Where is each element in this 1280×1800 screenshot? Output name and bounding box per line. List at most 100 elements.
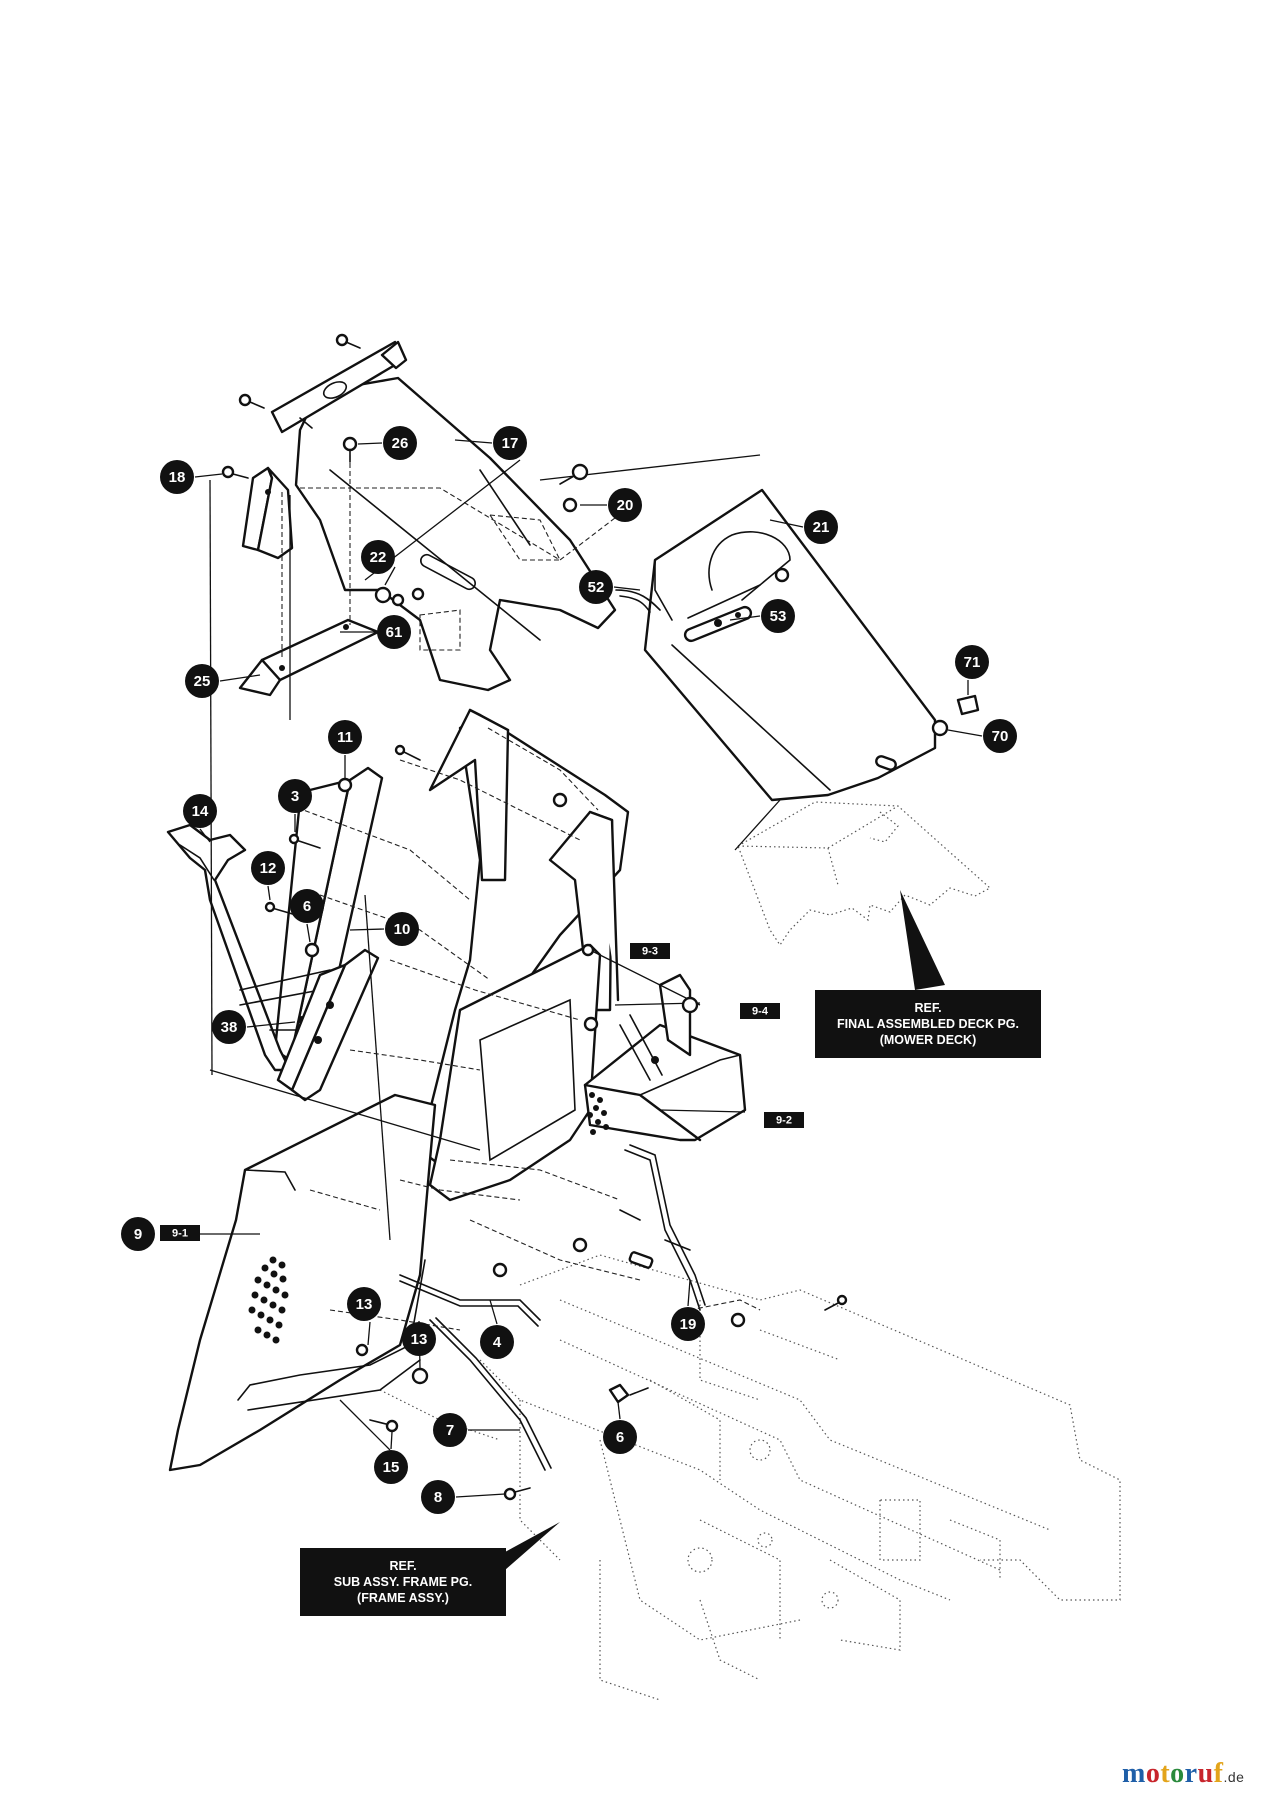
- callout-label: 61: [386, 624, 403, 641]
- callout-label: 13: [356, 1296, 373, 1313]
- callout-label: 17: [502, 435, 519, 452]
- tag-rect: [630, 943, 670, 959]
- part-callouts: 1726182021225253612571701131412610389131…: [121, 426, 1017, 1514]
- washer-70: [931, 719, 949, 737]
- callout-circle: [433, 1413, 467, 1447]
- part-17-dash-panel: [294, 376, 617, 692]
- callout-c25: 25: [185, 664, 219, 698]
- tag-rect: [160, 1225, 200, 1241]
- callout-c21: 21: [804, 510, 838, 544]
- bolt-18: [221, 465, 249, 479]
- callout-label: 7: [446, 1422, 454, 1439]
- bolt-low2: [572, 1237, 588, 1253]
- callout-label: 15: [383, 1459, 400, 1476]
- callout-c17: 17: [493, 426, 527, 460]
- callout-c52: 52: [579, 570, 613, 604]
- callout-c18: 18: [160, 460, 194, 494]
- ref-deck-line2: FINAL ASSEMBLED DECK PG.: [837, 1017, 1019, 1031]
- callout-label: 19: [680, 1316, 697, 1333]
- brand-letter: r: [1184, 1758, 1198, 1789]
- callout-label: 53: [770, 608, 787, 625]
- callout-label: 6: [616, 1429, 624, 1446]
- bolt-mid: [394, 744, 421, 761]
- callout-c4: 4: [480, 1325, 514, 1359]
- washer-11: [337, 777, 353, 793]
- callout-circle: [671, 1307, 705, 1341]
- nut-13b: [411, 1367, 429, 1385]
- brand-tld: .de: [1223, 1769, 1245, 1785]
- callout-circle: [761, 599, 795, 633]
- control-rods: [399, 1144, 706, 1471]
- bolt-71: [956, 694, 980, 716]
- callout-c38: 38: [212, 1010, 246, 1044]
- alignment-lines: [209, 454, 781, 1451]
- callout-c13a: 13: [347, 1287, 381, 1321]
- callout-circle: [183, 794, 217, 828]
- callout-c10: 10: [385, 912, 419, 946]
- brand-logo[interactable]: motoruf.de: [1122, 1758, 1244, 1790]
- callout-circle: [402, 1322, 436, 1356]
- bolt-26: [342, 436, 358, 463]
- callout-label: 8: [434, 1489, 442, 1506]
- callout-label: 6: [303, 898, 311, 915]
- leader-lines: [184, 439, 983, 1498]
- callout-label: 70: [992, 728, 1009, 745]
- callout-circle: [121, 1217, 155, 1251]
- callout-c19: 19: [671, 1307, 705, 1341]
- callout-c15: 15: [374, 1450, 408, 1484]
- brand-letter: t: [1160, 1758, 1171, 1789]
- bolt-22: [374, 586, 405, 607]
- section-tags: 9-39-49-29-1: [160, 943, 804, 1241]
- callout-circle: [421, 1480, 455, 1514]
- nut-94: [681, 996, 699, 1014]
- ref-pointers: [505, 890, 945, 1570]
- fasteners: [221, 333, 980, 1501]
- brand-letter: o: [1145, 1758, 1161, 1789]
- callout-circle: [955, 645, 989, 679]
- bolt-low1: [492, 1262, 508, 1278]
- callout-circle: [251, 851, 285, 885]
- callout-label: 38: [221, 1019, 238, 1036]
- part-52-hinge: [615, 589, 741, 627]
- callout-label: 9: [134, 1226, 142, 1243]
- callout-label: 26: [392, 435, 409, 452]
- callout-label: 25: [194, 673, 211, 690]
- callout-circle: [185, 664, 219, 698]
- tag-t93: 9-3: [630, 943, 670, 959]
- callout-c71: 71: [955, 645, 989, 679]
- callout-label: 11: [337, 729, 353, 746]
- ref-deck-box: REF. FINAL ASSEMBLED DECK PG. (MOWER DEC…: [815, 990, 1041, 1058]
- washer-6a: [304, 942, 320, 958]
- callout-label: 21: [813, 519, 830, 536]
- mower-deck-ghost: [737, 801, 992, 947]
- tag-t91: 9-1: [160, 1225, 200, 1241]
- ref-deck-line1: REF.: [914, 1001, 942, 1015]
- callout-circle: [290, 889, 324, 923]
- callout-label: 12: [260, 860, 277, 877]
- brand-letter: o: [1170, 1758, 1185, 1789]
- top-bracket-plate: [270, 340, 408, 434]
- bolt-6b: [608, 1383, 649, 1404]
- callout-c13b: 13: [402, 1322, 436, 1356]
- callout-circle: [983, 719, 1017, 753]
- brand-letter: u: [1197, 1758, 1214, 1789]
- part-18-side-bracket: [241, 466, 294, 560]
- callout-circle: [278, 779, 312, 813]
- tag-rect: [740, 1003, 780, 1019]
- callout-label: 71: [964, 654, 981, 671]
- callout-c9: 9: [121, 1217, 155, 1251]
- callout-circle: [480, 1325, 514, 1359]
- callout-c22: 22: [361, 540, 395, 574]
- tag-rect: [764, 1112, 804, 1128]
- ref-frame-box: REF. SUB ASSY. FRAME PG. (FRAME ASSY.): [300, 1548, 506, 1616]
- callout-c14: 14: [183, 794, 217, 828]
- callout-c6b: 6: [603, 1420, 637, 1454]
- bolt-top: [335, 333, 361, 349]
- bolt-8: [503, 1487, 531, 1501]
- callout-circle: [361, 540, 395, 574]
- callout-c11: 11: [328, 720, 362, 754]
- callout-label: 13: [411, 1331, 428, 1348]
- part-9-side-panel: [168, 1093, 437, 1472]
- callout-circle: [579, 570, 613, 604]
